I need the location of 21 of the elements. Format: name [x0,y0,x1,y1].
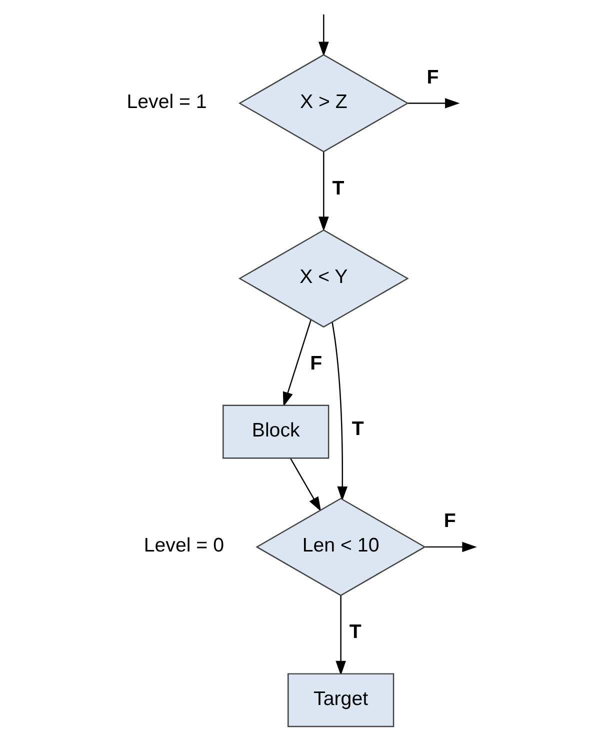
node-diamond: X > Z [238,54,409,152]
arrow [318,152,329,232]
arrow [336,595,346,676]
arrow [282,320,312,407]
arrow [318,14,329,57]
node-box: Block [222,404,330,459]
node-diamond: Len < 10 [256,498,426,596]
arrow [408,98,460,108]
edge-label: T [332,177,344,200]
node-label: Level = 1 [126,90,207,113]
edge-label: T [349,621,362,644]
edge-label: T [352,418,364,440]
edge-label: F [310,352,322,375]
node-box: Target [288,673,394,728]
arrow [290,458,322,512]
node-diamond: X < Y [238,229,409,328]
arrow [332,322,348,502]
node-label: Level = 0 [144,534,224,557]
edge-label: F [444,510,456,532]
edge-label: F [426,66,439,88]
arrow [425,542,477,552]
